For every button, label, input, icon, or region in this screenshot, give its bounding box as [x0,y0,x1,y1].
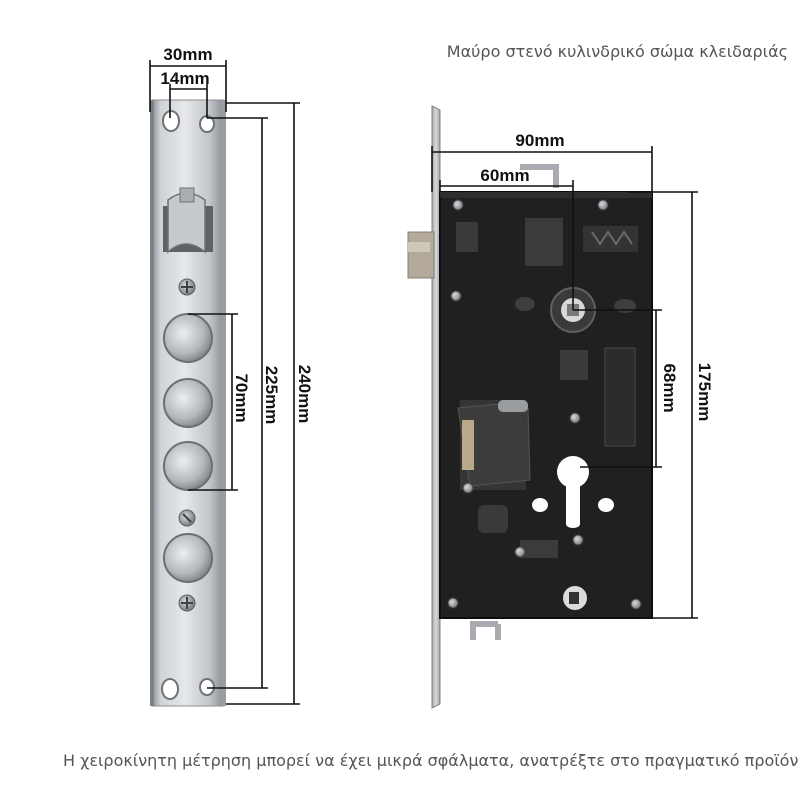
hole-spacing-label: 225mm [262,366,281,425]
faceplate [150,99,226,707]
dead-bolt [163,313,213,583]
backset-label: 60mm [480,166,529,185]
bolt-spacing-label: 70mm [232,373,251,422]
center-distance-label: 68mm [660,363,679,412]
screw-icon [178,278,196,296]
screw-icon [178,509,196,612]
mounting-hole-bottom [161,678,215,700]
cylinder-hole [557,456,589,528]
lock-body-dimensions [431,146,698,619]
faceplate-dimensions [149,60,300,705]
measurement-disclaimer: Η χειροκίνητη μέτρηση μπορεί να έχει μικ… [63,751,799,770]
product-title: Μαύρο στενό κυλινδρικό σώμα κλειδαριάς [446,42,788,61]
height-label: 175mm [695,363,714,422]
faceplate-width-label: 30mm [163,45,212,64]
length-label: 240mm [295,365,314,424]
depth-label: 90mm [515,131,564,150]
screw-icon [447,199,642,610]
lock-body [407,105,653,709]
latch-bolt [163,187,213,254]
hole-offset-label: 14mm [160,69,209,88]
